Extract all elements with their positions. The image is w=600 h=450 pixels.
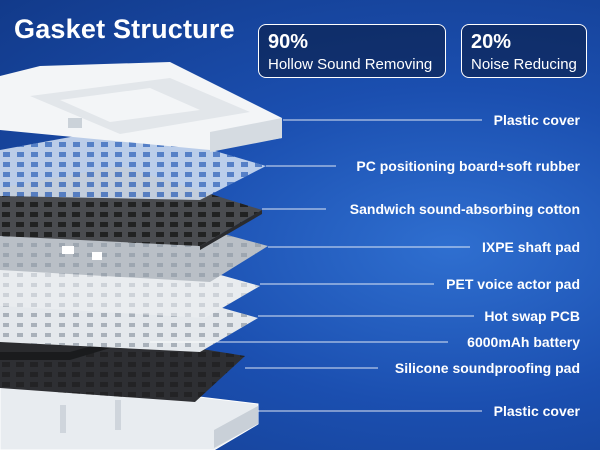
label-sandwich-cotton: Sandwich sound-absorbing cotton (349, 201, 580, 217)
stat-value: 90% (268, 31, 309, 53)
label-pc-positioning-board: PC positioning board+soft rubber (356, 158, 580, 174)
bottom-plastic-cover (0, 377, 259, 450)
label-ixpe-shaft-pad: IXPE shaft pad (481, 239, 580, 255)
stat-box-noise-reducing: 20% Noise Reducing (461, 24, 587, 78)
stat-label: Hollow Sound Removing (268, 56, 433, 73)
leader-lines (150, 119, 482, 412)
label-hot-swap-pcb: Hot swap PCB (484, 308, 580, 324)
label-plastic-cover-top: Plastic cover (493, 112, 580, 128)
stat-box-hollow-sound: 90% Hollow Sound Removing (258, 24, 446, 78)
page-title: Gasket Structure (14, 14, 235, 44)
label-pet-voice-actor-pad: PET voice actor pad (446, 276, 580, 292)
label-plastic-cover-bottom: Plastic cover (493, 403, 580, 419)
label-battery: 6000mAh battery (467, 334, 580, 350)
pc-positioning-board (0, 126, 266, 200)
stat-value: 20% (471, 31, 512, 53)
top-plastic-cover (0, 62, 282, 152)
stat-label: Noise Reducing (471, 56, 577, 73)
label-silicone-pad: Silicone soundproofing pad (394, 360, 580, 376)
